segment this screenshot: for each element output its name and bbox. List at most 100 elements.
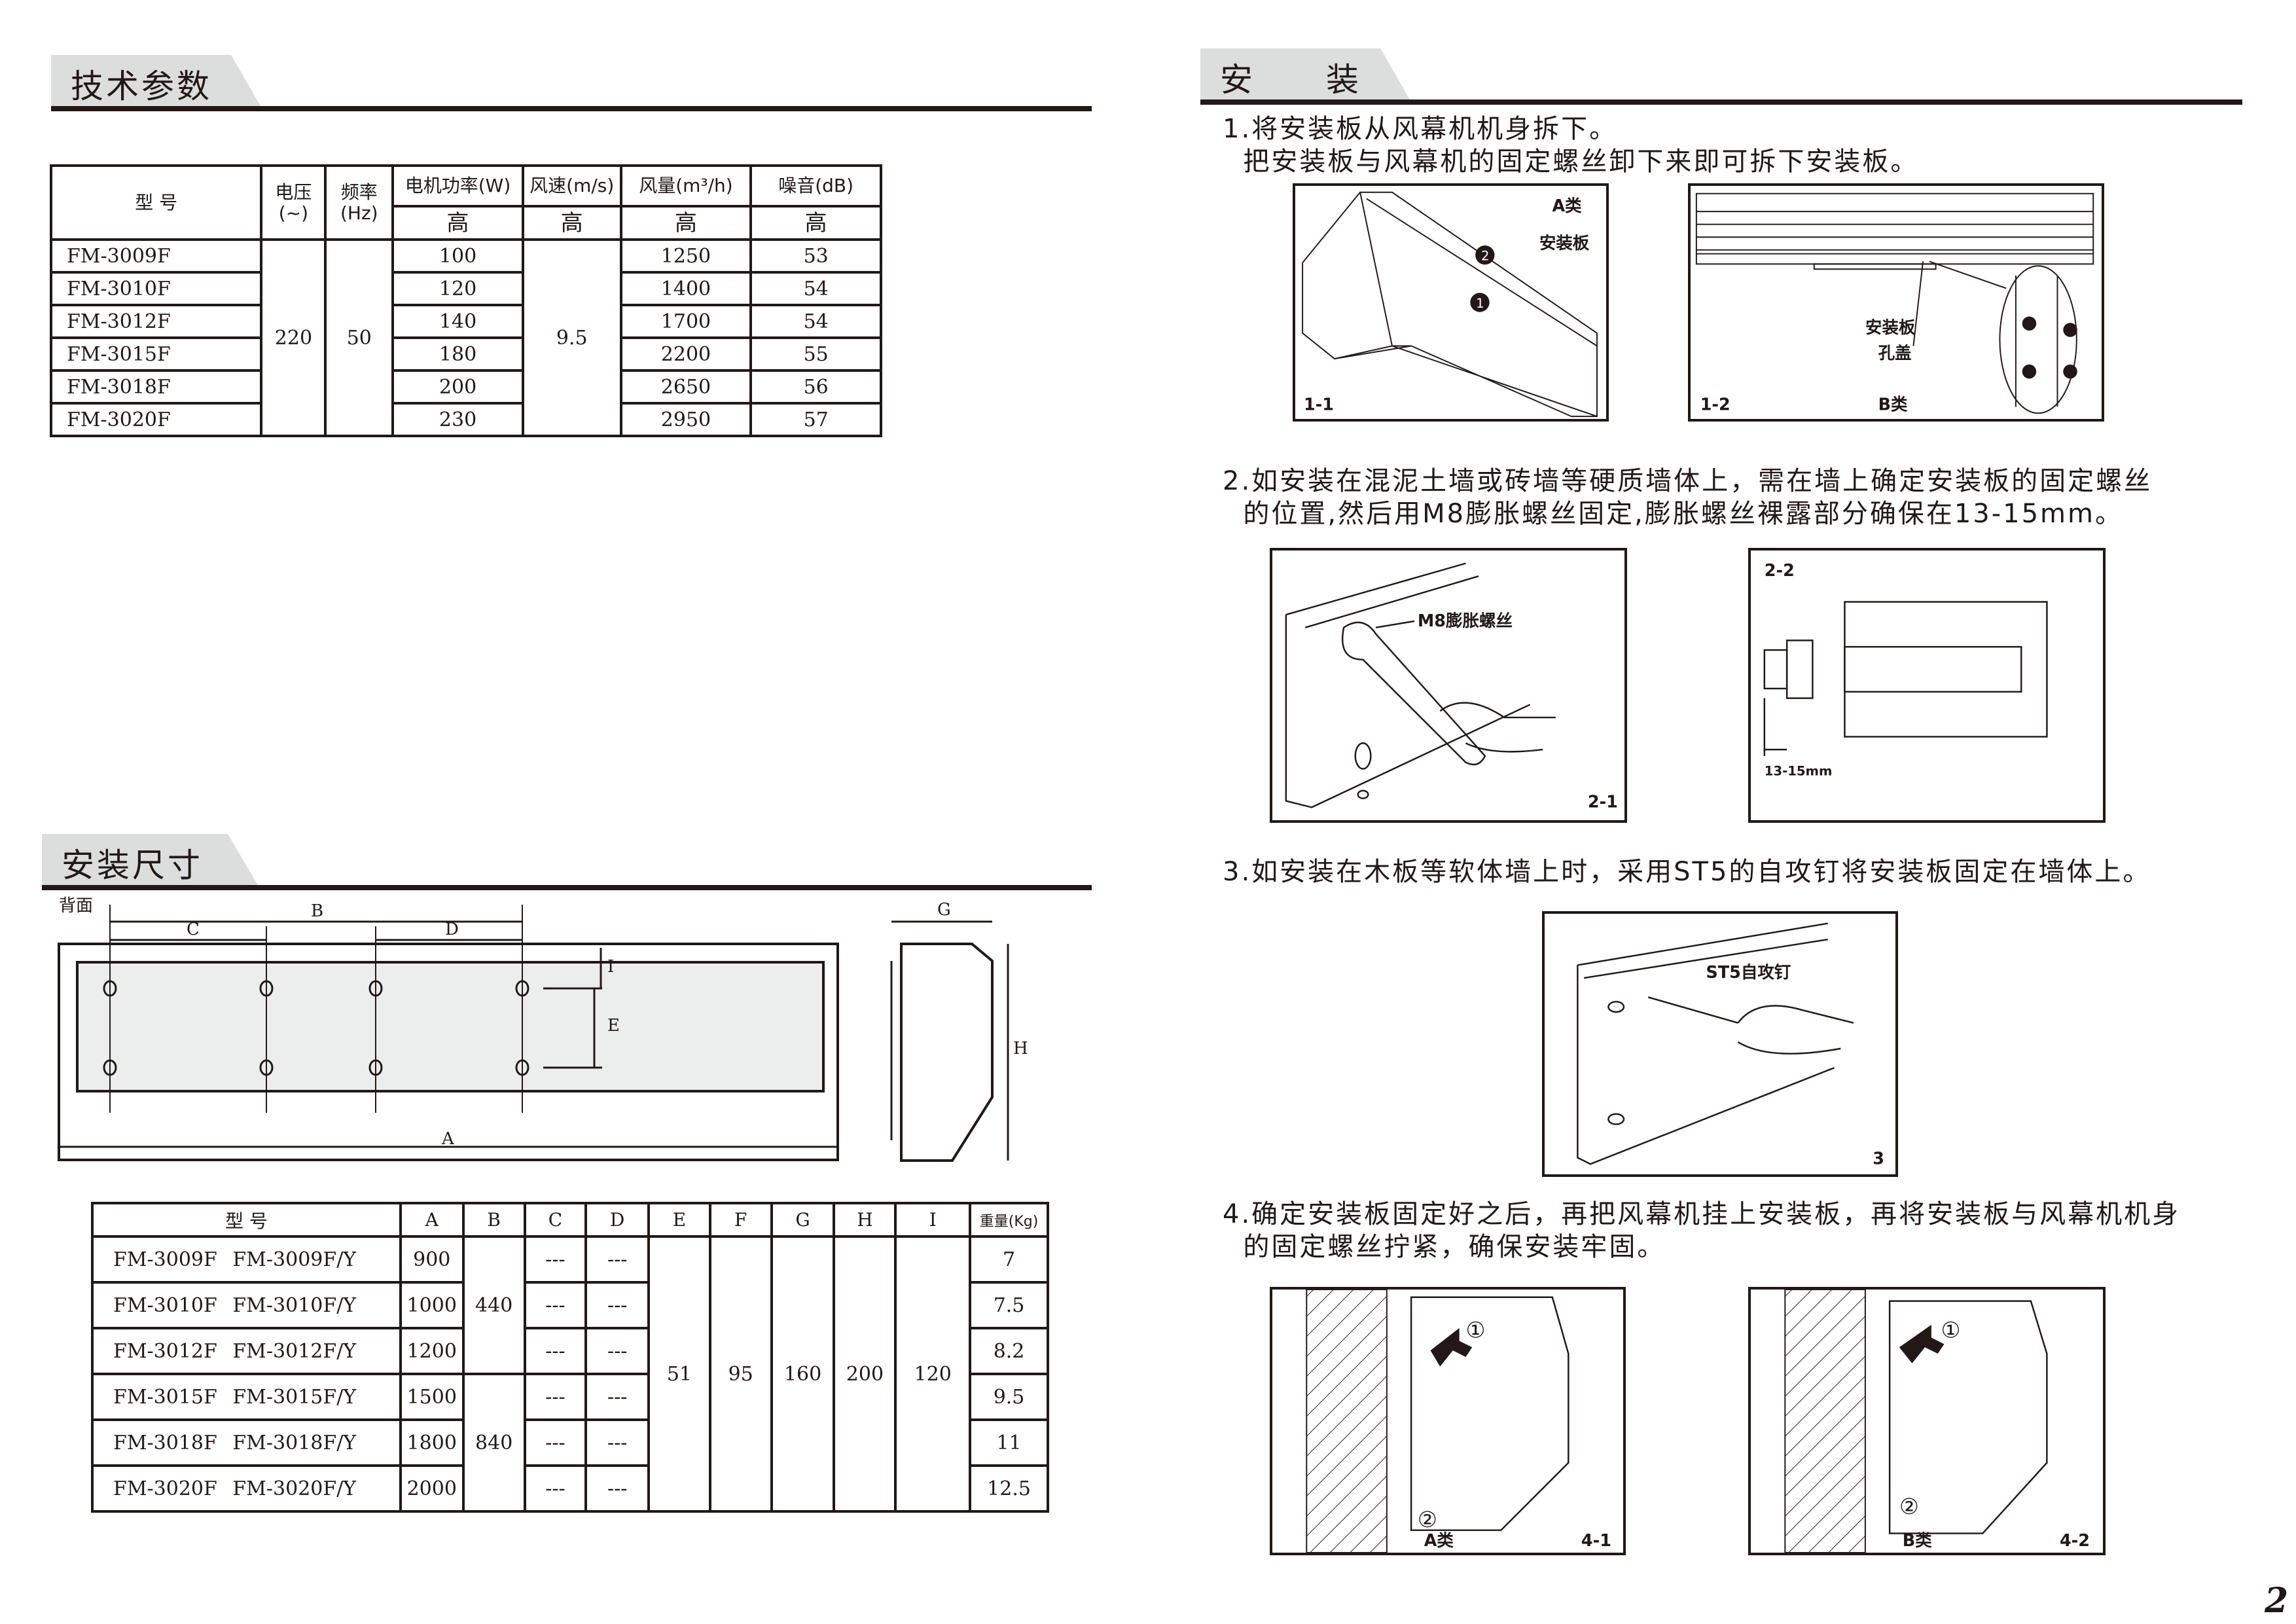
d-cell: ---: [584, 1281, 651, 1329]
noise-cell: 55: [749, 336, 882, 372]
section-title: 安 装: [1220, 61, 1361, 99]
page-number: 2: [2265, 1581, 2289, 1621]
header-b: B: [461, 1202, 526, 1238]
volume-cell: 1400: [619, 271, 753, 306]
noise-cell: 54: [749, 271, 882, 306]
step-marker-2: ②: [1899, 1494, 1919, 1519]
figure-type-label: A类: [1424, 1531, 1454, 1551]
model-cell: FM-3020F: [49, 402, 263, 437]
weight-cell: 9.5: [969, 1373, 1049, 1421]
step-marker-2: ②: [1418, 1507, 1437, 1532]
dim-label-b: B: [311, 901, 323, 921]
divider: [42, 885, 1092, 890]
a-cell: 2000: [399, 1464, 465, 1513]
model-cell: FM-3015F: [49, 336, 263, 372]
model-cell: FM-3010F FM-3010F/Y: [91, 1281, 402, 1329]
c-cell: ---: [523, 1464, 588, 1513]
c-cell: ---: [523, 1327, 588, 1375]
a-cell: 900: [399, 1235, 465, 1284]
step-marker-1: ①: [1465, 1318, 1485, 1343]
model-cell: FM-3012F: [49, 304, 263, 339]
step-marker-1: 1: [1476, 296, 1484, 311]
noise-cell: 53: [749, 238, 882, 274]
header-speed: 风速(m/s): [521, 164, 622, 208]
noise-cell: 57: [749, 402, 882, 437]
dim-label-c: C: [187, 920, 200, 939]
power-cell: 230: [391, 402, 524, 437]
c-cell: ---: [523, 1418, 588, 1467]
header-voltage: 电压(~): [260, 164, 327, 241]
header-i: I: [894, 1202, 972, 1238]
d-cell: ---: [584, 1464, 651, 1513]
power-cell: 140: [391, 304, 524, 339]
callout-label: 安装板: [1865, 317, 1916, 337]
weight-cell: 11: [969, 1418, 1049, 1467]
weight-cell: 7: [969, 1235, 1049, 1284]
model-cell: FM-3009F: [49, 238, 263, 274]
i-cell: 120: [894, 1235, 972, 1513]
header-c: C: [523, 1202, 588, 1238]
a-cell: 1500: [399, 1373, 465, 1421]
model-cell: FM-3010F: [49, 271, 263, 306]
step-marker-2: 2: [1481, 248, 1489, 263]
power-cell: 200: [391, 369, 524, 405]
header-f: F: [708, 1202, 773, 1238]
step-2-text: 2.如安装在混泥土墙或砖墙等硬质墙体上，需在墙上确定安装板的固定螺丝 的位置,然…: [1223, 466, 2153, 529]
weight-cell: 12.5: [969, 1464, 1049, 1513]
d-cell: ---: [584, 1418, 651, 1467]
dim-label-d: D: [445, 920, 459, 939]
header-power: 电机功率(W): [391, 164, 524, 208]
power-cell: 120: [391, 271, 524, 306]
d-cell: ---: [584, 1327, 651, 1375]
header-high: 高: [749, 205, 882, 241]
f-cell: 95: [708, 1235, 773, 1513]
header-high: 高: [619, 205, 753, 241]
noise-cell: 54: [749, 304, 882, 339]
voltage-cell: 220: [260, 238, 327, 437]
callout-label: M8膨胀螺丝: [1418, 611, 1513, 631]
a-cell: 1200: [399, 1327, 465, 1375]
section-title: 技术参数: [71, 67, 212, 105]
figure-2-2: 2-2 13-15mm: [1748, 548, 2106, 823]
table-row: FM-3009F 220 50 100 9.5 1250 53: [49, 238, 882, 437]
figure-1-2: 安装板 孔盖 B类 1-2: [1688, 183, 2104, 422]
header-volume: 风量(m³/h): [619, 164, 753, 208]
a-cell: 1800: [399, 1418, 465, 1467]
model-cell: FM-3015F FM-3015F/Y: [91, 1373, 402, 1421]
weight-cell: 8.2: [969, 1327, 1049, 1375]
figure-type-label: B类: [1903, 1531, 1932, 1551]
dim-label-g: G: [937, 900, 951, 920]
section-header-dimensions: 安装尺寸: [42, 834, 1092, 890]
divider: [51, 106, 1092, 111]
b-cell: 440: [461, 1235, 526, 1375]
figure-4-2: ① ② B类 4-2: [1748, 1287, 2106, 1555]
header-h: H: [833, 1202, 897, 1238]
noise-cell: 56: [749, 369, 882, 405]
header-noise: 噪音(dB): [749, 164, 882, 208]
dim-label-i: I: [607, 957, 614, 977]
volume-cell: 1700: [619, 304, 753, 339]
figure-number: 1-2: [1700, 394, 1731, 414]
header-high: 高: [391, 205, 524, 241]
table-row: FM-3009F FM-3009F/Y 900 440 --- --- 51 9…: [91, 1235, 1049, 1513]
model-cell: FM-3012F FM-3012F/Y: [91, 1327, 402, 1375]
volume-cell: 2950: [619, 402, 753, 437]
figure-number: 3: [1873, 1149, 1884, 1168]
figure-number: 4-1: [1581, 1531, 1611, 1551]
figure-type-label: A类: [1552, 196, 1583, 215]
header-weight: 重量(Kg): [969, 1202, 1049, 1238]
dimension-table: 型 号 A B C D E F G H I 重量(Kg) FM-3009F FM…: [91, 1202, 1049, 1513]
figure-type-label: B类: [1878, 394, 1908, 414]
figure-4-1: ① ② A类 4-1: [1270, 1287, 1626, 1555]
model-cell: FM-3009F FM-3009F/Y: [91, 1235, 402, 1284]
volume-cell: 1250: [619, 238, 753, 274]
g-cell: 160: [770, 1235, 836, 1513]
speed-cell: 9.5: [521, 238, 622, 437]
a-cell: 1000: [399, 1281, 465, 1329]
